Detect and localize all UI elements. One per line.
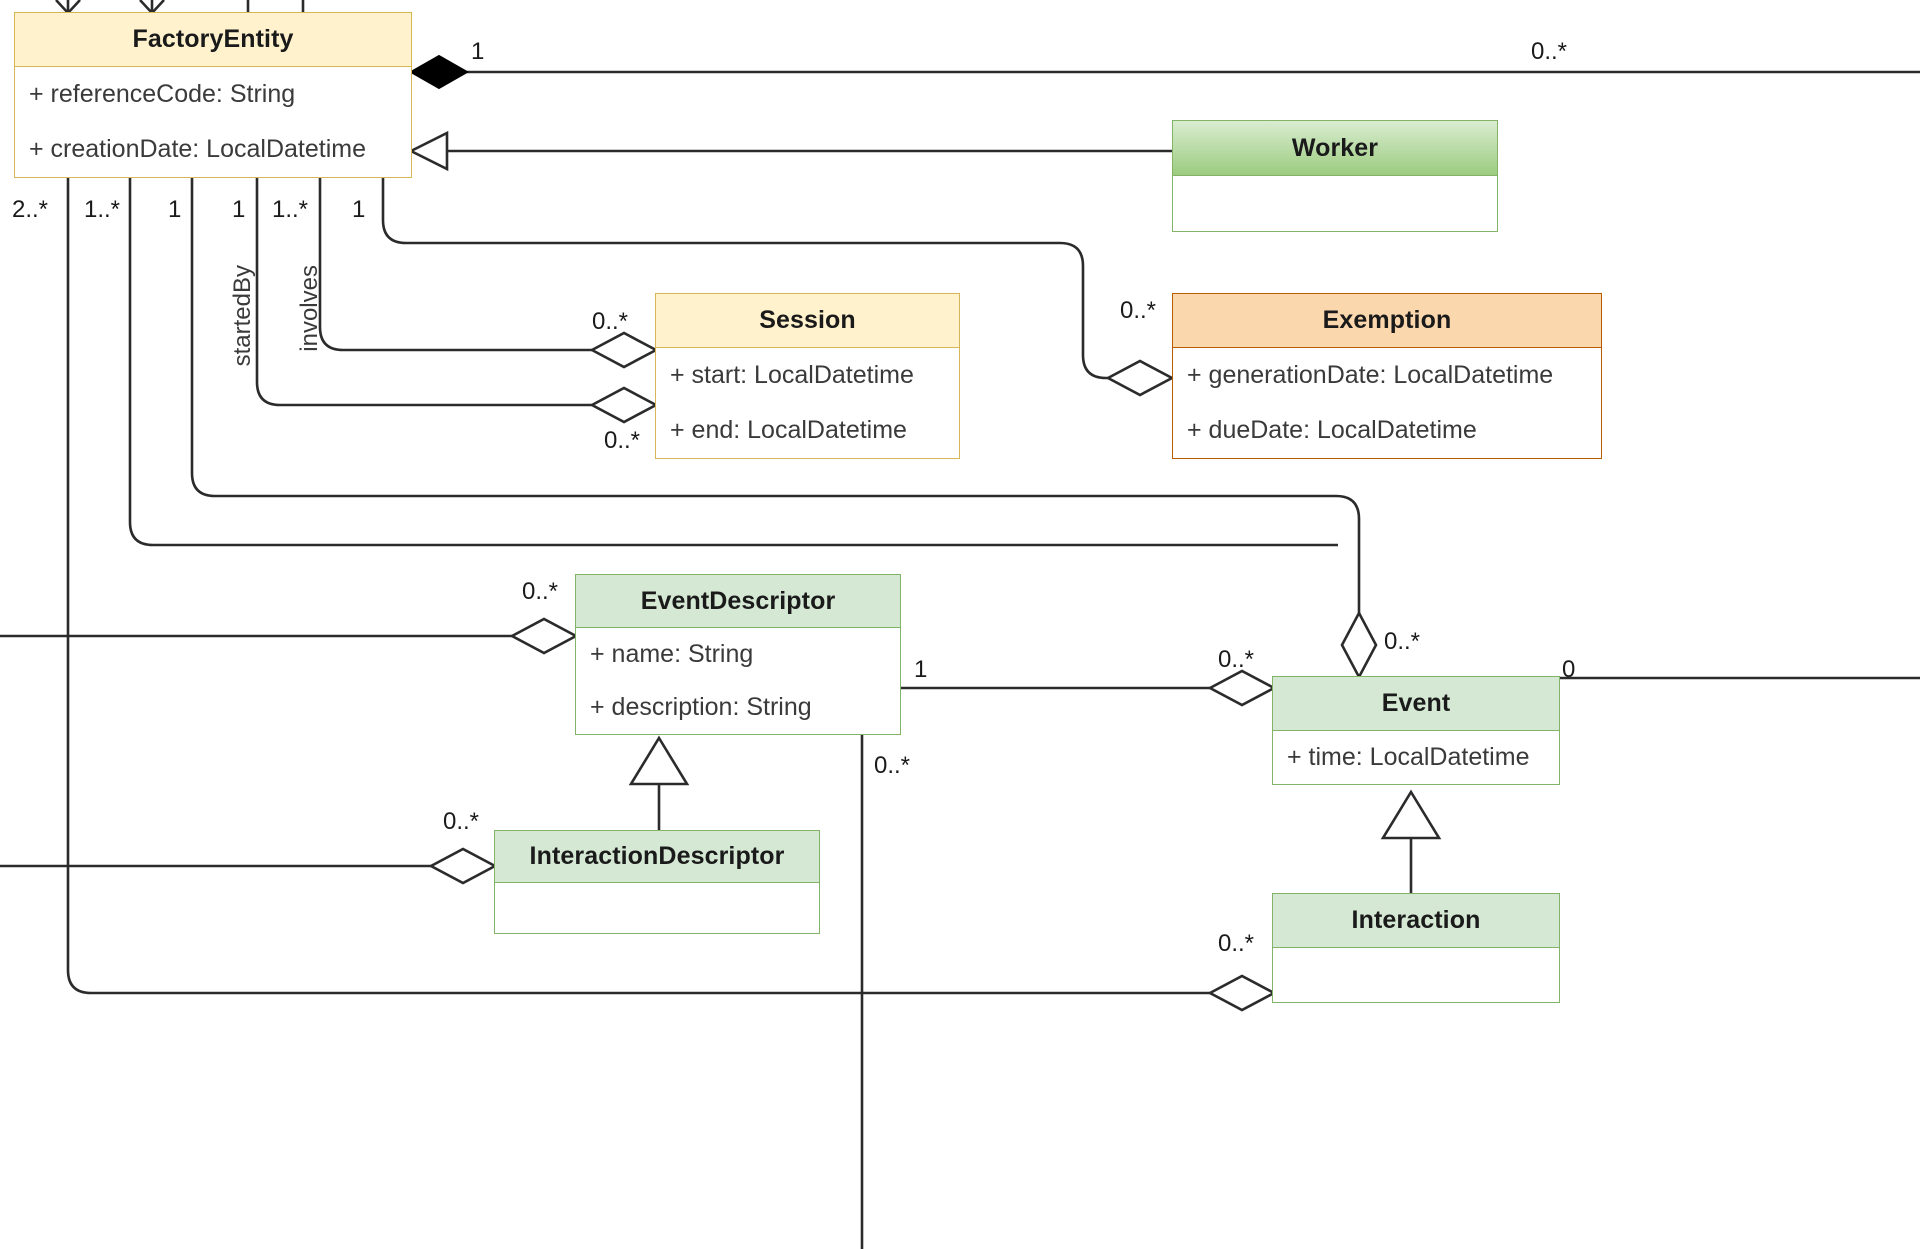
attribute-row: + start: LocalDatetime xyxy=(670,361,914,389)
composition-diamond-filled xyxy=(408,54,470,90)
role-label-involves: involves xyxy=(296,265,323,352)
multiplicity-label: 0..* xyxy=(1120,297,1157,324)
class-title-event-descriptor: EventDescriptor xyxy=(576,575,900,628)
class-title-interaction-descriptor: InteractionDescriptor xyxy=(495,831,819,883)
attribute-row: + dueDate: LocalDatetime xyxy=(1187,416,1477,444)
aggregation-diamond-session-top xyxy=(589,331,659,369)
attribute-row: + name: String xyxy=(590,640,754,668)
role-label-started-by: startedBy xyxy=(229,265,256,367)
multiplicity-label: 0..* xyxy=(1384,628,1421,655)
attribute-row: + end: LocalDatetime xyxy=(670,416,907,444)
class-box-factory-entity[interactable]: FactoryEntity + referenceCode: String + … xyxy=(14,12,412,178)
class-title-interaction: Interaction xyxy=(1273,894,1559,948)
class-attributes-session: + start: LocalDatetime + end: LocalDatet… xyxy=(656,348,959,458)
class-box-event-descriptor[interactable]: EventDescriptor + name: String + descrip… xyxy=(575,574,901,735)
multiplicity-label: 0..* xyxy=(443,808,480,835)
aggregation-diamond-event-top xyxy=(1340,610,1378,680)
class-attributes-factory-entity: + referenceCode: String + creationDate: … xyxy=(15,67,411,177)
class-attributes-event: + time: LocalDatetime xyxy=(1273,731,1559,784)
aggregation-diamond-event-left xyxy=(1207,669,1277,707)
class-attributes-event-descriptor: + name: String + description: String xyxy=(576,628,900,734)
class-title-worker: Worker xyxy=(1173,121,1497,176)
aggregation-diamond-interactiondescriptor xyxy=(428,847,498,885)
class-title-factory-entity: FactoryEntity xyxy=(15,13,411,67)
aggregation-diamond-session-bottom xyxy=(589,386,659,424)
multiplicity-label: 2..* xyxy=(12,196,49,223)
multiplicity-label: 1 xyxy=(352,196,366,223)
class-title-event: Event xyxy=(1273,677,1559,731)
attribute-row: + generationDate: LocalDatetime xyxy=(1187,361,1554,389)
multiplicity-label: 0..* xyxy=(522,578,559,605)
aggregation-diamond-interaction xyxy=(1207,974,1277,1012)
class-box-interaction[interactable]: Interaction xyxy=(1272,893,1560,1003)
multiplicity-label: 0 xyxy=(1562,656,1576,683)
multiplicity-label: 0..* xyxy=(1218,930,1255,957)
generalization-triangle-interaction xyxy=(1380,789,1442,840)
multiplicity-label: 1 xyxy=(471,38,485,65)
attribute-row: + time: LocalDatetime xyxy=(1287,743,1530,771)
class-attributes-interaction-descriptor xyxy=(495,883,819,933)
generalization-triangle-worker xyxy=(408,130,449,172)
multiplicity-label: 1 xyxy=(914,656,928,683)
multiplicity-label: 1 xyxy=(232,196,246,223)
class-title-exemption: Exemption xyxy=(1173,294,1601,348)
multiplicity-label: 1..* xyxy=(272,196,309,223)
multiplicity-label: 0..* xyxy=(1218,646,1255,673)
aggregation-diamond-exemption xyxy=(1105,359,1175,397)
class-box-worker[interactable]: Worker xyxy=(1172,120,1498,232)
multiplicity-label: 0..* xyxy=(592,308,629,335)
class-attributes-worker xyxy=(1173,176,1497,231)
class-attributes-interaction xyxy=(1273,948,1559,1002)
attribute-row: + referenceCode: String xyxy=(29,80,296,108)
multiplicity-label: 0..* xyxy=(1531,38,1568,65)
class-attributes-exemption: + generationDate: LocalDatetime + dueDat… xyxy=(1173,348,1601,458)
aggregation-diamond-eventdescriptor xyxy=(509,617,579,655)
class-box-interaction-descriptor[interactable]: InteractionDescriptor xyxy=(494,830,820,934)
class-box-session[interactable]: Session + start: LocalDatetime + end: Lo… xyxy=(655,293,960,459)
class-title-session: Session xyxy=(656,294,959,348)
multiplicity-label: 1..* xyxy=(84,196,121,223)
attribute-row: + creationDate: LocalDatetime xyxy=(29,135,366,163)
class-box-event[interactable]: Event + time: LocalDatetime xyxy=(1272,676,1560,785)
multiplicity-label: 0..* xyxy=(604,427,641,454)
class-box-exemption[interactable]: Exemption + generationDate: LocalDatetim… xyxy=(1172,293,1602,459)
attribute-row: + description: String xyxy=(590,693,812,721)
multiplicity-label: 0..* xyxy=(874,752,911,779)
multiplicity-label: 1 xyxy=(168,196,182,223)
generalization-triangle-interactiondescriptor xyxy=(628,735,690,786)
